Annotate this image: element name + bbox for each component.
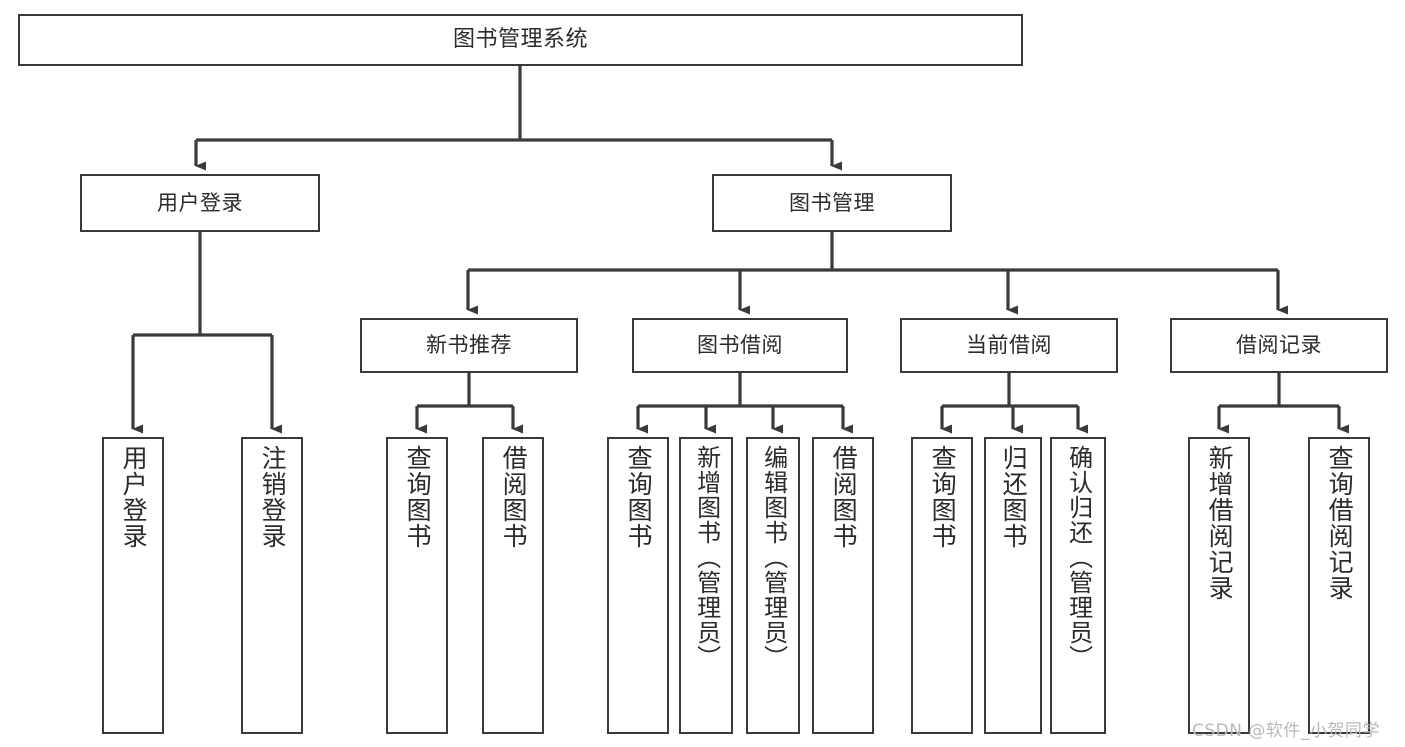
node-leaf-add-record[interactable]: 新增借阅记录 bbox=[1188, 437, 1250, 734]
node-leaf-return-book-label: 归还图书 bbox=[999, 445, 1029, 549]
node-leaf-logout-label: 注销登录 bbox=[258, 445, 288, 549]
node-leaf-confirm-return-label: 确认归还（管理员） bbox=[1064, 445, 1093, 670]
node-borrow-record[interactable]: 借阅记录 bbox=[1170, 318, 1388, 373]
node-leaf-query-book-3[interactable]: 查询图书 bbox=[911, 437, 973, 734]
node-new-book-recommend-label: 新书推荐 bbox=[426, 333, 512, 358]
csdn-watermark: CSDN @软件_小贺同学 bbox=[1192, 721, 1380, 741]
node-leaf-logout[interactable]: 注销登录 bbox=[241, 437, 303, 734]
node-leaf-borrow-book-1-label: 借阅图书 bbox=[499, 445, 529, 549]
node-leaf-add-record-label: 新增借阅记录 bbox=[1205, 445, 1235, 601]
node-book-manage-label: 图书管理 bbox=[789, 190, 875, 215]
node-leaf-add-book[interactable]: 新增图书（管理员） bbox=[679, 437, 733, 734]
node-book-borrow-label: 图书借阅 bbox=[697, 333, 783, 358]
node-leaf-query-book-3-label: 查询图书 bbox=[928, 445, 958, 549]
node-leaf-query-book-1[interactable]: 查询图书 bbox=[386, 437, 448, 734]
node-user-login[interactable]: 用户登录 bbox=[80, 174, 320, 232]
node-leaf-query-book-2[interactable]: 查询图书 bbox=[607, 437, 669, 734]
node-root-label: 图书管理系统 bbox=[452, 27, 588, 53]
node-leaf-query-record-label: 查询借阅记录 bbox=[1325, 445, 1355, 601]
node-new-book-recommend[interactable]: 新书推荐 bbox=[360, 318, 578, 373]
node-book-borrow[interactable]: 图书借阅 bbox=[632, 318, 848, 373]
node-leaf-borrow-book-2-label: 借阅图书 bbox=[829, 445, 859, 549]
node-leaf-add-book-label: 新增图书（管理员） bbox=[692, 445, 721, 670]
node-leaf-borrow-book-1[interactable]: 借阅图书 bbox=[482, 437, 544, 734]
node-current-borrow[interactable]: 当前借阅 bbox=[900, 318, 1118, 373]
node-leaf-user-login[interactable]: 用户登录 bbox=[102, 437, 164, 734]
node-leaf-user-login-label: 用户登录 bbox=[119, 445, 149, 549]
node-leaf-query-book-2-label: 查询图书 bbox=[624, 445, 654, 549]
node-leaf-confirm-return[interactable]: 确认归还（管理员） bbox=[1050, 437, 1106, 734]
node-user-login-label: 用户登录 bbox=[157, 190, 243, 215]
node-leaf-borrow-book-2[interactable]: 借阅图书 bbox=[812, 437, 874, 734]
node-book-manage[interactable]: 图书管理 bbox=[712, 174, 952, 232]
node-borrow-record-label: 借阅记录 bbox=[1236, 333, 1322, 358]
node-leaf-return-book[interactable]: 归还图书 bbox=[984, 437, 1042, 734]
node-leaf-edit-book-label: 编辑图书（管理员） bbox=[759, 445, 788, 670]
node-leaf-edit-book[interactable]: 编辑图书（管理员） bbox=[746, 437, 800, 734]
node-leaf-query-book-1-label: 查询图书 bbox=[403, 445, 433, 549]
node-root[interactable]: 图书管理系统 bbox=[18, 14, 1023, 66]
node-leaf-query-record[interactable]: 查询借阅记录 bbox=[1308, 437, 1370, 734]
node-current-borrow-label: 当前借阅 bbox=[966, 333, 1052, 358]
